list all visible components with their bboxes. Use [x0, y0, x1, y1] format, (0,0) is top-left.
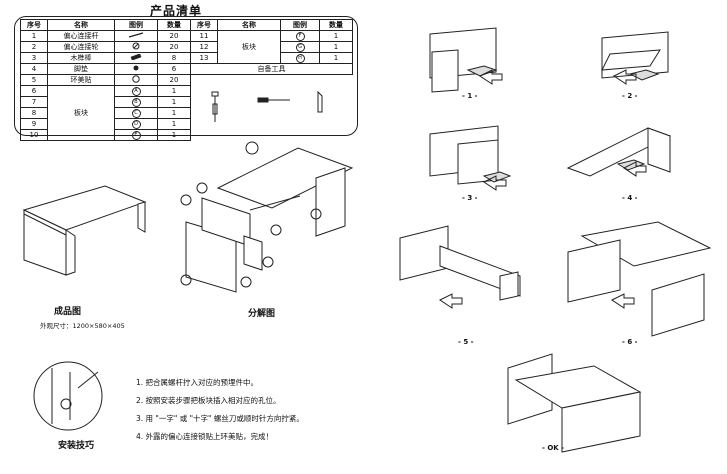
part-icon-a: A	[114, 85, 158, 97]
caption-product: 成品图	[54, 307, 82, 317]
exploded-view-drawing	[185, 147, 354, 293]
part-icon-g: G	[280, 41, 320, 53]
table-cell: 偏心连接杆	[47, 30, 115, 42]
instructions-list: 1. 把合属螺杆拧入对应的预埋件中。 2. 按照安装步骤把板块插入相对应的孔位。…	[136, 374, 304, 446]
part-icon-c: C	[114, 107, 158, 119]
part-icon-e: E	[114, 129, 158, 141]
tools-area	[191, 75, 353, 141]
table-cell: 脚垫	[47, 63, 115, 75]
arrow-icons	[439, 69, 647, 309]
part-icon-b: B	[114, 96, 158, 108]
table-cell: 20	[157, 74, 191, 86]
step-label: - 3 -	[462, 194, 478, 202]
table-cell: 2	[20, 41, 48, 53]
part-icon-h: H	[280, 52, 320, 64]
caption-dimensions: 外观尺寸：1200×580×405	[40, 322, 125, 330]
dowel-icon	[114, 52, 158, 64]
step-label: - 5 -	[458, 338, 474, 346]
part-icon-f: F	[280, 30, 320, 42]
col-header: 名称	[217, 19, 281, 31]
table-cell: 3	[20, 52, 48, 64]
table-cell: 11	[190, 30, 218, 42]
step-label: - 1 -	[462, 92, 478, 100]
instruction-item: 1. 把合属螺杆拧入对应的预埋件中。	[136, 378, 259, 387]
table-cell: 4	[20, 63, 48, 75]
step-1-drawing	[429, 27, 498, 93]
caption-tips: 安装技巧	[58, 441, 95, 451]
col-header: 名称	[47, 19, 115, 31]
table-cell: 1	[157, 85, 191, 97]
table-cell: 自备工具	[190, 63, 353, 75]
finished-desk-drawing	[22, 185, 147, 276]
step-3-drawing	[429, 125, 512, 185]
table-cell: 1	[319, 41, 353, 53]
sticker-icon	[114, 74, 158, 86]
caption-exploded: 分解图	[248, 309, 276, 319]
table-cell: 9	[20, 118, 48, 130]
step-5-drawing	[399, 225, 521, 301]
table-cell: 8	[157, 52, 191, 64]
part-icon-d: D	[114, 118, 158, 130]
col-header: 数量	[157, 19, 191, 31]
step-2-drawing	[601, 31, 669, 81]
instruction-item: 2. 按照安装步骤把板块插入相对应的孔位。	[136, 396, 281, 405]
table-cell: 5	[20, 74, 48, 86]
foot-pad-icon	[114, 63, 158, 75]
table-cell: 环美贴	[47, 74, 115, 86]
screw-icon	[114, 30, 158, 42]
table-cell: 13	[190, 52, 218, 64]
instruction-item: 3. 用 "一字" 或 "十字" 螺丝刀或顺时针方向拧紧。	[136, 414, 304, 423]
step-label: - 6 -	[622, 338, 638, 346]
table-cell: 7	[20, 96, 48, 108]
table-cell: 20	[157, 30, 191, 42]
table-cell: 6	[20, 85, 48, 97]
table-cell: 8	[20, 107, 48, 119]
table-cell: 20	[157, 41, 191, 53]
table-cell: 10	[20, 129, 48, 141]
table-cell: 1	[20, 30, 48, 42]
table-cell: 1	[157, 118, 191, 130]
step-6-drawing	[567, 221, 712, 337]
table-cell: 木榫棒	[47, 52, 115, 64]
col-header: 序号	[20, 19, 48, 31]
parts-table: 序号 名称 图例 数量 序号 名称 图例 数量 1 偏心连接杆 20 11 板块…	[20, 19, 353, 141]
instruction-item: 4. 外露的偏心连接锁贴上环美贴，完成！	[136, 432, 274, 441]
page-title: 产品清单	[150, 4, 203, 18]
table-cell: 6	[157, 63, 191, 75]
table-cell: 1	[157, 96, 191, 108]
table-cell: 1	[157, 129, 191, 141]
part-label-markers	[180, 141, 322, 288]
step-4-drawing	[566, 127, 672, 177]
table-cell: 12	[190, 41, 218, 53]
table-cell: 1	[319, 52, 353, 64]
step-label: - 4 -	[622, 194, 638, 202]
step-label: - OK -	[542, 444, 565, 452]
ok-drawing	[507, 353, 642, 453]
col-header: 数量	[319, 19, 353, 31]
cam-icon	[114, 41, 158, 53]
table-cell: 1	[319, 30, 353, 42]
table-cell: 1	[157, 107, 191, 119]
table-cell: 偏心连接轮	[47, 41, 115, 53]
table-cell: 板块	[47, 85, 115, 141]
step-label: - 2 -	[622, 92, 638, 100]
table-cell: 板块	[217, 30, 281, 64]
col-header: 序号	[190, 19, 218, 31]
installation-tip-drawing	[33, 361, 103, 431]
col-header: 图例	[280, 19, 320, 31]
col-header: 图例	[114, 19, 158, 31]
